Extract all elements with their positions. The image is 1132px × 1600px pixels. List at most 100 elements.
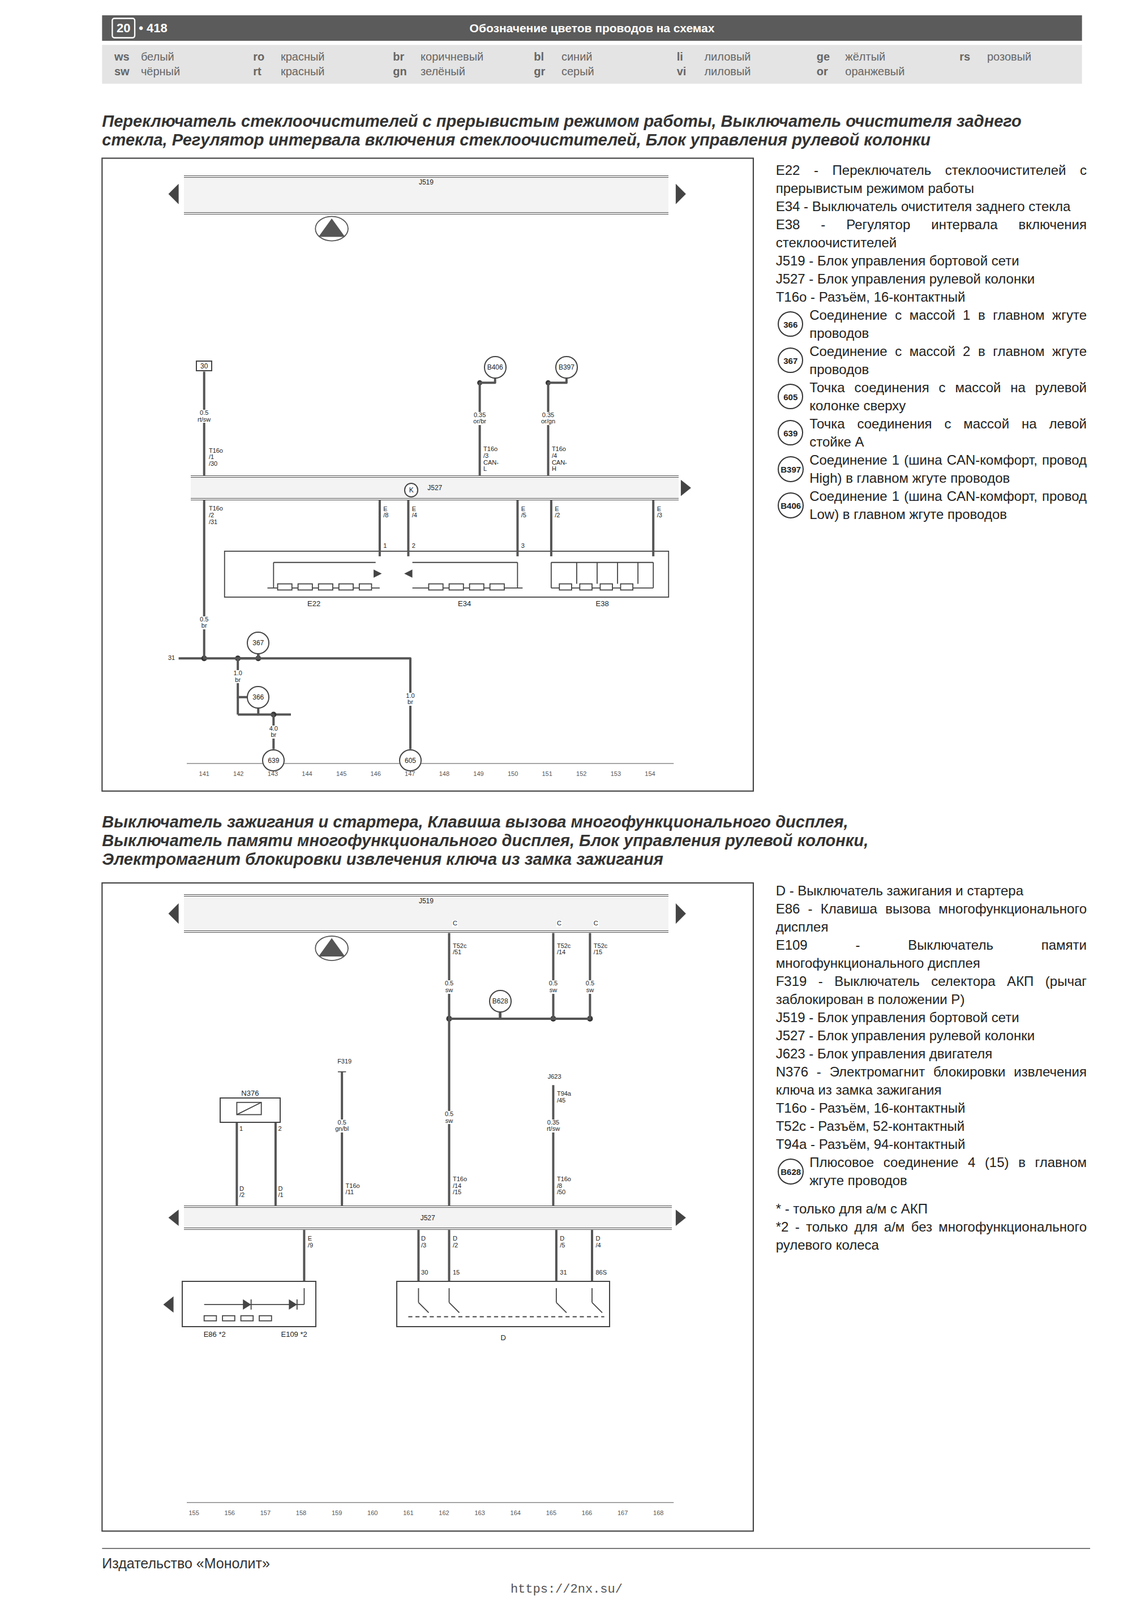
- arrow-head: [242, 1299, 251, 1310]
- wire-label: D /4: [594, 1235, 602, 1249]
- arrow-head: [373, 569, 382, 578]
- color-code: ge: [816, 50, 830, 64]
- wire-label: T16o /2 /31: [208, 505, 224, 526]
- grid-number: 165: [546, 1509, 557, 1517]
- wire-connector: [448, 1229, 451, 1281]
- wire-connector: [500, 932, 591, 1019]
- legend-text: J527 - Блок управления рулевой колонки: [775, 1026, 1087, 1045]
- color-code: sw: [114, 65, 130, 79]
- wire-label: 0.5 sw: [444, 980, 454, 994]
- wire-label: D /1: [277, 1185, 285, 1199]
- switch-block: E34: [397, 556, 531, 593]
- wire-line: [652, 562, 654, 589]
- page-number: • 418: [138, 20, 168, 36]
- wire-label: E /2: [554, 506, 561, 520]
- legend-text: T94a - Разъём, 94-контактный: [775, 1135, 1087, 1154]
- key-circle: 639: [777, 419, 804, 446]
- connection-circle: B397: [555, 356, 578, 379]
- node-label: 30: [200, 362, 208, 370]
- outline-rect: [339, 584, 354, 591]
- outline-rect: [449, 584, 464, 591]
- legend-text: F319 - Выключатель селектора АКП (рычаг …: [775, 972, 1087, 1009]
- grid-number: 153: [610, 770, 621, 778]
- color-name: чёрный: [140, 65, 180, 79]
- wire-label: T52c /15: [593, 942, 608, 956]
- wire-label: 0.35 or/br: [472, 412, 487, 426]
- switch-block: E22: [245, 556, 383, 593]
- wire-connector: [378, 500, 381, 557]
- outline-rect: [579, 584, 593, 591]
- wire-label: T16o /1 /30: [208, 447, 224, 468]
- node-label: 366: [783, 319, 798, 329]
- node-label: E34: [457, 599, 471, 608]
- wire-line: [592, 1302, 603, 1313]
- wire-connector: [449, 1012, 501, 1206]
- legend-text: E86 - Клавиша вызова многофункциональног…: [775, 899, 1087, 937]
- arrow-head: [675, 1209, 686, 1226]
- legend-text: E22 - Переключатель стеклоочистителей с …: [775, 161, 1087, 198]
- wire-label: T94a /45: [556, 1090, 572, 1104]
- outline-rect: [241, 1315, 254, 1322]
- section-title: Переключатель стеклоочистителей с прерыв…: [101, 112, 1065, 150]
- outline-rect: [277, 584, 293, 591]
- wire-label: J623: [547, 1073, 563, 1081]
- connection-circle: K: [404, 482, 419, 497]
- node-label: B397: [558, 363, 575, 371]
- wire-line: [591, 1288, 593, 1303]
- publisher: Издательство «Монолит»: [101, 1555, 270, 1572]
- color-name: оранжевый: [845, 65, 905, 79]
- grid-number: 143: [267, 770, 278, 778]
- wire-label: E /8: [382, 506, 389, 520]
- key-circle: 366: [777, 311, 804, 337]
- node-label: E86 *2: [203, 1330, 226, 1339]
- legend-text: Соединение 1 (шина CAN-комфорт, провод L…: [809, 487, 1087, 524]
- key-circle: B397: [777, 456, 804, 483]
- wire-line: [101, 1548, 1091, 1550]
- wire-label: 0.5 sw: [548, 980, 559, 994]
- wire-connector: [652, 500, 655, 557]
- wire-label: 30: [420, 1269, 429, 1277]
- terminal-box: 30: [195, 360, 213, 372]
- node-label: B406: [780, 500, 801, 510]
- node-label: 367: [783, 356, 798, 365]
- grid-number: 158: [296, 1509, 307, 1517]
- outline-rect: [101, 882, 754, 1532]
- key-circle: B628: [777, 1158, 804, 1185]
- wire-label: 1: [382, 542, 388, 550]
- grid-number: 166: [581, 1509, 593, 1517]
- grid-number: 160: [367, 1509, 378, 1517]
- wire-line: [186, 762, 674, 764]
- color-code: ro: [253, 50, 265, 64]
- arrow-head: [168, 1209, 179, 1226]
- outline-rect: [101, 44, 1082, 84]
- color-name: синий: [561, 50, 593, 64]
- wire-label: 4.0 br: [268, 725, 279, 739]
- grid-number: 147: [404, 770, 415, 778]
- wire-line: [576, 562, 578, 585]
- symbol-group: [315, 936, 349, 961]
- wire-line: [616, 562, 619, 585]
- wire-label: 1.0 br: [405, 692, 415, 706]
- node-label: B406: [487, 363, 504, 371]
- wire-connector: [417, 1229, 420, 1281]
- grid-number: 161: [402, 1509, 414, 1517]
- node-label: 639: [267, 757, 280, 765]
- component-box: N376: [219, 1097, 281, 1123]
- color-code: rs: [959, 50, 971, 64]
- node-label: B628: [780, 1167, 801, 1177]
- color-name: лиловый: [704, 50, 751, 64]
- wire-connector: [516, 500, 519, 557]
- node-label: J519: [418, 178, 434, 186]
- grid-number: 156: [224, 1509, 235, 1517]
- node-label: J527: [427, 484, 443, 492]
- node-label: 605: [404, 757, 417, 765]
- wire-label: 86S: [594, 1269, 608, 1277]
- component-box: E86 *2E109 *2: [181, 1280, 317, 1327]
- wire-label: E /4: [411, 506, 418, 520]
- outline-rect: [298, 584, 313, 591]
- grid-number: 149: [473, 770, 484, 778]
- outline-rect: [318, 584, 333, 591]
- wire-label: T16o /4 CAN-H: [551, 446, 568, 473]
